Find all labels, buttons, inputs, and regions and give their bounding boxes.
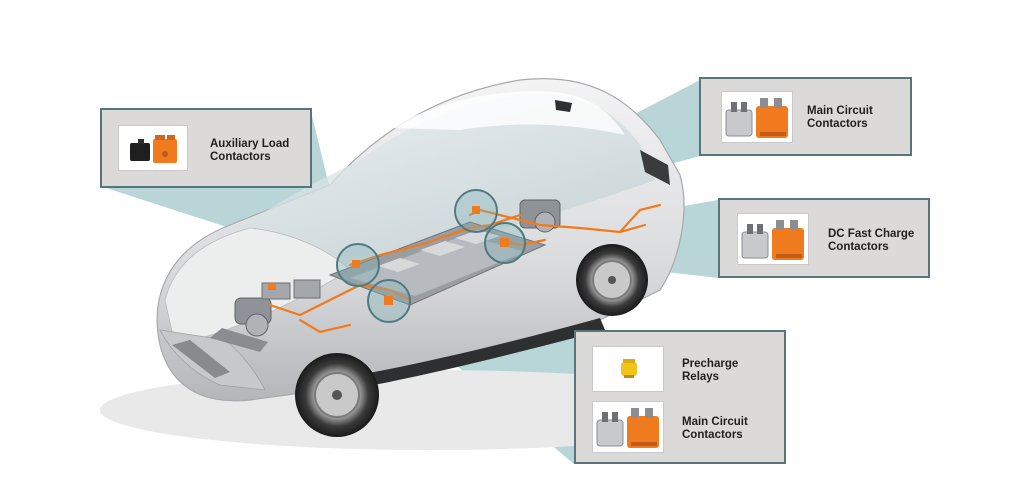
precharge-label-line1: Precharge [682, 358, 739, 370]
callout-main-top-label: Main Circuit Contactors [807, 105, 873, 131]
front-components [234, 279, 321, 337]
main-top-label-line1: Main Circuit [807, 105, 873, 117]
contactor-icon [741, 220, 804, 260]
dc-fast-contactor-thumbnail [737, 213, 809, 265]
contactor-icon [725, 98, 788, 138]
auxiliary-label-line2: Contactors [210, 151, 271, 163]
dc-fast-label-line1: DC Fast Charge [828, 228, 915, 240]
dc-fast-label-line2: Contactors [828, 241, 889, 253]
relay-icon [621, 359, 637, 378]
main-bottom-label-line1: Main Circuit [682, 416, 748, 428]
callout-main-bottom-label: Main Circuit Contactors [682, 416, 748, 442]
front-wheel [295, 353, 379, 437]
main-top-label-line2: Contactors [807, 118, 868, 130]
circle-components [352, 206, 509, 305]
callout-main-circuit-contactors-top: Main Circuit Contactors [699, 77, 912, 156]
contactor-icon [596, 408, 659, 448]
callout-dc-fast-label: DC Fast Charge Contactors [828, 228, 914, 254]
rear-wheel [576, 244, 648, 316]
main-contactor-thumbnail-top [721, 91, 793, 143]
car-body [156, 78, 685, 402]
callout-auxiliary-load-contactors: Auxiliary Load Contactors [100, 108, 312, 188]
auxiliary-contactor-icon [130, 135, 177, 163]
precharge-label-line2: Relays [682, 371, 720, 383]
rear-components [519, 199, 561, 233]
precharge-relay-thumbnail [592, 346, 664, 392]
callout-auxiliary-label: Auxiliary Load Contactors [210, 138, 289, 164]
callout-dc-fast-charge-contactors: DC Fast Charge Contactors [718, 198, 930, 278]
auxiliary-label-line1: Auxiliary Load [210, 138, 290, 150]
auxiliary-contactor-thumbnail [118, 125, 188, 171]
callout-precharge-label: Precharge Relays [682, 358, 738, 384]
callout-precharge-and-main-circuit: Precharge Relays Main Circuit Contactors [574, 330, 786, 464]
main-contactor-thumbnail-bottom [592, 401, 664, 453]
main-bottom-label-line2: Contactors [682, 429, 743, 441]
